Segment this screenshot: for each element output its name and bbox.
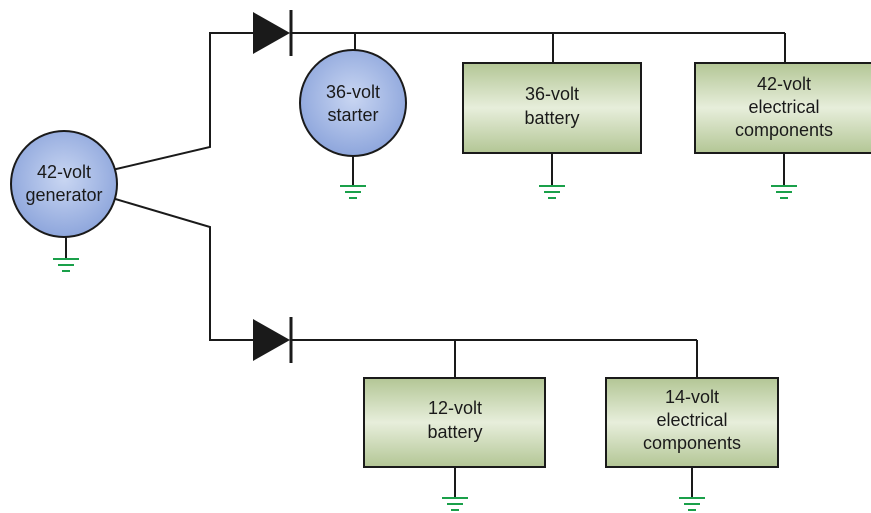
components42-label-line1: 42-volt xyxy=(757,74,811,94)
components14-label-line1: 14-volt xyxy=(665,387,719,407)
diode-bottom xyxy=(253,317,293,363)
battery36-label-line2: battery xyxy=(524,108,579,128)
starter-label-line1: 36-volt xyxy=(326,82,380,102)
components14-box: 14-volt electrical components xyxy=(605,377,779,468)
battery12-label-line2: battery xyxy=(427,422,482,442)
ground-icon xyxy=(442,497,468,511)
battery36-box: 36-volt battery xyxy=(462,62,642,154)
diode-top xyxy=(253,10,293,56)
ground-icon xyxy=(539,185,565,199)
generator-node: 42-volt generator xyxy=(10,130,118,238)
generator-label-line1: 42-volt xyxy=(37,162,91,182)
components42-label-line2: electrical xyxy=(748,97,819,117)
generator-label-line2: generator xyxy=(25,185,102,205)
ground-icon xyxy=(679,497,705,511)
components14-label-line2: electrical xyxy=(656,410,727,430)
ground-icon xyxy=(771,185,797,199)
battery36-label-line1: 36-volt xyxy=(525,84,579,104)
top-branch-wires xyxy=(111,32,786,171)
battery12-label-line1: 12-volt xyxy=(428,398,482,418)
ground-icon xyxy=(53,258,79,272)
starter-label-line2: starter xyxy=(327,105,378,125)
components42-label-line3: components xyxy=(735,120,833,140)
ground-icon xyxy=(340,185,366,199)
starter-node: 36-volt starter xyxy=(299,49,407,157)
bottom-branch-wires xyxy=(111,197,698,378)
components14-label-line3: components xyxy=(643,433,741,453)
components42-box: 42-volt electrical components xyxy=(694,62,871,154)
battery12-box: 12-volt battery xyxy=(363,377,546,468)
